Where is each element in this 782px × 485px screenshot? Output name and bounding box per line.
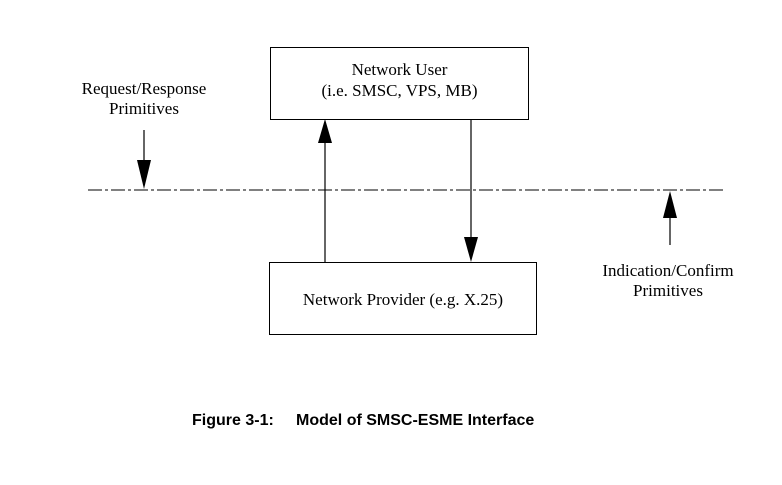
request-response-label: Request/Response Primitives bbox=[64, 79, 224, 119]
network-user-box: Network User (i.e. SMSC, VPS, MB) bbox=[270, 47, 529, 120]
network-provider-box: Network Provider (e.g. X.25) bbox=[269, 262, 537, 335]
figure-caption: Figure 3-1: Model of SMSC-ESME Interface bbox=[192, 412, 534, 430]
network-user-subtitle: (i.e. SMSC, VPS, MB) bbox=[321, 81, 478, 100]
network-provider-label: Network Provider (e.g. X.25) bbox=[302, 290, 504, 309]
request-response-line2: Primitives bbox=[109, 99, 179, 118]
figure-title: Model of SMSC-ESME Interface bbox=[296, 412, 535, 429]
network-user-title: Network User bbox=[351, 60, 448, 79]
figure-number: Figure 3-1: bbox=[192, 412, 274, 429]
request-arrow-head bbox=[137, 160, 151, 189]
caption-gap bbox=[274, 412, 296, 429]
indication-arrow-head bbox=[663, 191, 677, 218]
request-response-line1: Request/Response bbox=[81, 79, 207, 98]
down-arrow-head bbox=[464, 237, 478, 262]
indication-confirm-line1: Indication/Confirm bbox=[602, 261, 734, 280]
up-arrow-head bbox=[318, 119, 332, 143]
indication-confirm-label: Indication/Confirm Primitives bbox=[588, 261, 748, 301]
indication-confirm-line2: Primitives bbox=[633, 281, 703, 300]
